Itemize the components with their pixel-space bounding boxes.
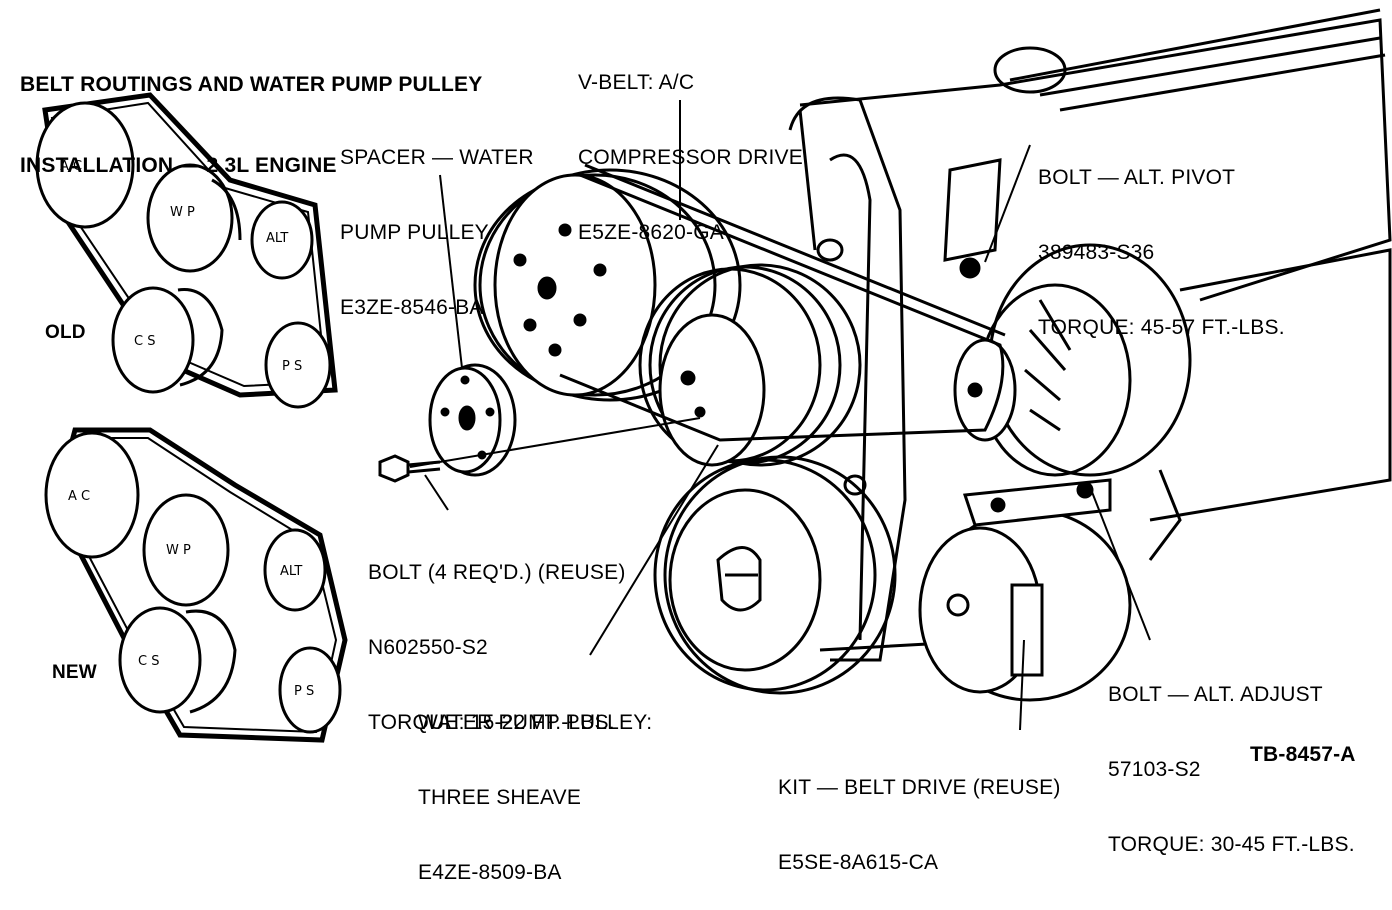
wp-pulley-callout-line-3: E4ZE-8509-BA (418, 861, 562, 884)
water-pump-spacer (428, 363, 517, 477)
diagram-title-line-2: INSTALLATION — 2.3L ENGINE (20, 154, 337, 177)
vbelt-callout-line-3: E5ZE-8620-GA (578, 221, 724, 244)
new-belt-routing (44, 427, 348, 743)
new-pulley-cs: C S (138, 654, 159, 669)
old-routing-label: OLD (45, 322, 86, 343)
leader-lines (409, 100, 1151, 731)
old-pulley-ac: A C (60, 159, 82, 174)
wp-pulley-callout-line-1: WATER PUMP PULLEY: (418, 711, 653, 734)
alt-pivot-callout-line-3: TORQUE: 45-57 FT.-LBS. (1038, 316, 1285, 339)
wp-pulley-callout: WATER PUMP PULLEY: THREE SHEAVE E4ZE-850… (418, 660, 652, 910)
spacer-callout-line-1: SPACER — WATER (340, 146, 534, 169)
alt-adjust-callout-line-2: 57103-S2 (1108, 758, 1201, 781)
old-pulley-cs: C S (134, 334, 155, 349)
kit-callout: KIT — BELT DRIVE (REUSE) E5SE-8A615-CA (778, 725, 1061, 900)
old-belt-routing (35, 92, 338, 409)
pulley-bolt (378, 454, 441, 483)
diagram-title-line-1: BELT ROUTINGS AND WATER PUMP PULLEY (20, 73, 483, 96)
new-pulley-ac: A C (68, 489, 90, 504)
new-pulley-labels: A C W P ALT C S P S (68, 489, 314, 699)
new-pulley-wp: W P (166, 543, 191, 558)
alt-pivot-callout-line-2: 389483-S36 (1038, 241, 1155, 264)
bolt-callout-line-3: TORQUE: 15-22 FT.-LBS. (368, 711, 615, 734)
old-pulley-ps: P S (282, 359, 302, 374)
kit-callout-line-2: E5SE-8A615-CA (778, 851, 939, 874)
alt-pivot-callout-line-1: BOLT — ALT. PIVOT (1038, 166, 1236, 189)
old-pulley-alt: ALT (266, 231, 288, 246)
figure-id: TB-8457-A (1250, 743, 1356, 766)
new-pulley-ps: P S (294, 684, 314, 699)
crankshaft-pulley (653, 455, 897, 695)
new-routing-label: NEW (52, 662, 97, 683)
old-pulley-wp: W P (170, 205, 195, 220)
ac-v-belt (559, 163, 1006, 442)
kit-callout-line-1: KIT — BELT DRIVE (REUSE) (778, 776, 1061, 799)
spacer-callout-line-2: PUMP PULLEY (340, 221, 489, 244)
vbelt-callout-line-1: V-BELT: A/C (578, 71, 695, 94)
spacer-callout-line-3: E3ZE-8546-BA (340, 296, 484, 319)
old-pulley-labels: A C W P ALT C S P S (60, 159, 302, 374)
alt-pivot-callout: BOLT — ALT. PIVOT 389483-S36 TORQUE: 45-… (1038, 115, 1285, 365)
alternator (943, 158, 1192, 527)
bolt-callout-line-2: N602550-S2 (368, 636, 488, 659)
alt-adjust-callout-line-3: TORQUE: 30-45 FT.-LBS. (1108, 833, 1355, 856)
engine-belt-diagram: A C W P ALT C S P S A C W P ALT C S P S (35, 8, 1392, 743)
ac-compressor-pulley (473, 168, 742, 402)
power-steering-pulley (918, 508, 1132, 702)
bolt-callout: BOLT (4 REQ'D.) (REUSE) N602550-S2 TORQU… (368, 510, 626, 760)
alt-adjust-callout-line-1: BOLT — ALT. ADJUST (1108, 683, 1323, 706)
new-pulley-alt: ALT (280, 564, 302, 579)
vbelt-callout-line-2: COMPRESSOR DRIVE (578, 146, 803, 169)
diagram-title: BELT ROUTINGS AND WATER PUMP PULLEY INST… (20, 17, 482, 206)
wp-pulley-callout-line-2: THREE SHEAVE (418, 786, 582, 809)
spacer-callout: SPACER — WATER PUMP PULLEY E3ZE-8546-BA (340, 95, 534, 345)
bolt-callout-line-1: BOLT (4 REQ'D.) (REUSE) (368, 561, 626, 584)
vbelt-callout: V-BELT: A/C COMPRESSOR DRIVE E5ZE-8620-G… (578, 20, 803, 270)
